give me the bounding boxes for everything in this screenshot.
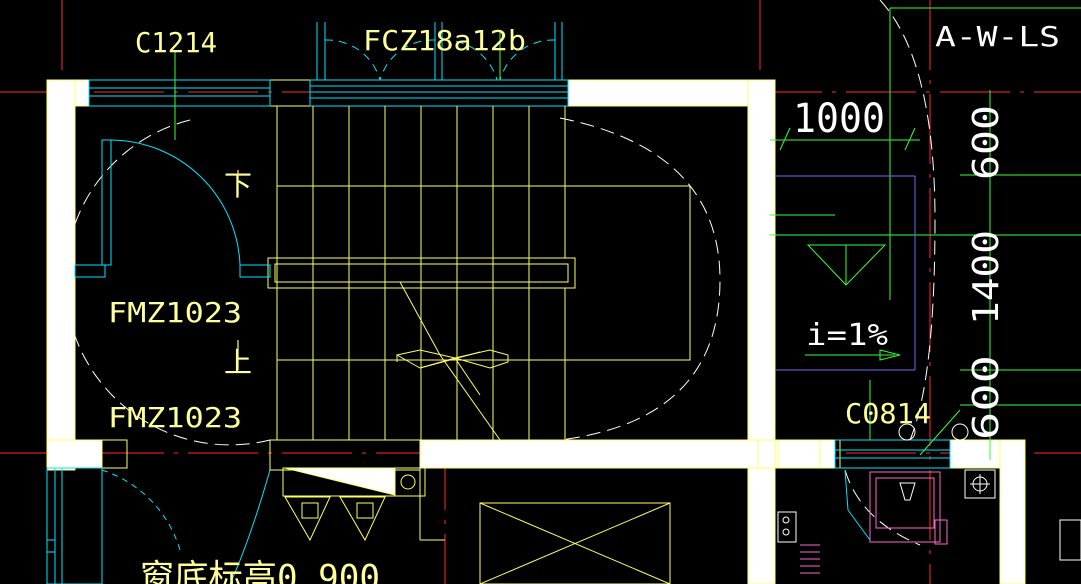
- labels: C1214 FCZ18a12b A-W-LS 1000 600 1400 600…: [108, 20, 1060, 584]
- shaft-area: [269, 439, 671, 584]
- window-c0814-lines: [834, 380, 969, 541]
- stair-up-label: 上: [224, 346, 252, 379]
- dimension-1400: 1400: [966, 230, 1007, 325]
- stair-treads: [267, 106, 691, 441]
- door-lower-left: [46, 467, 271, 584]
- blue-outline: [775, 175, 916, 371]
- dimension-600: 600: [966, 105, 1007, 180]
- door-fmz1023-a: [74, 139, 271, 278]
- dimension-lines: [174, 7, 1081, 460]
- dashed-arcs: [64, 0, 936, 546]
- dimension-600-lower: 600: [966, 355, 1007, 440]
- slope-label: i=1%: [806, 318, 888, 353]
- stair-down-label: 下: [224, 169, 252, 202]
- window-label-fcz18a12b: FCZ18a12b: [363, 24, 526, 57]
- axis-label-awls: A-W-LS: [935, 20, 1060, 53]
- sill-height-label: 窗底标高0.900: [140, 558, 380, 584]
- dimension-1000: 1000: [793, 96, 885, 142]
- toilet-fixture: [800, 471, 948, 574]
- right-fixtures: [777, 469, 1081, 561]
- window-c1214-lines: [88, 79, 271, 107]
- door-label-fmz1023-b: FMZ1023: [108, 401, 242, 434]
- window-label-c1214: C1214: [135, 26, 217, 59]
- window-label-c0814: C0814: [845, 397, 931, 430]
- door-label-fmz1023-a: FMZ1023: [108, 296, 242, 329]
- window-fcz-lines: [309, 22, 569, 107]
- walls: [46, 79, 1026, 584]
